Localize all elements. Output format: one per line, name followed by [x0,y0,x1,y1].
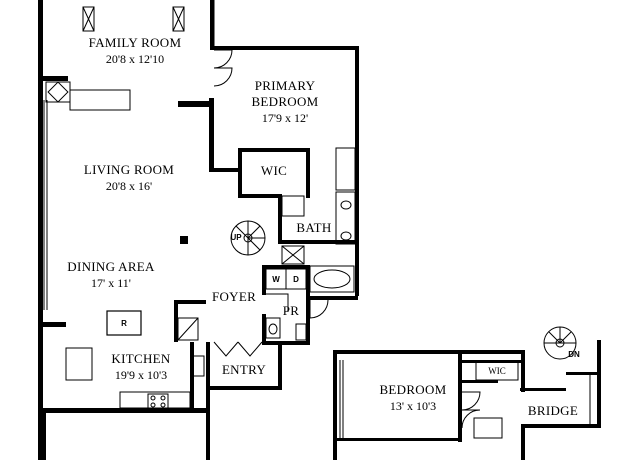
bedroom-closet [473,417,503,439]
primary-bedroom-dims: 17'9 x 12' [262,111,308,125]
bedroom-label: BEDROOM [379,382,446,397]
bedroom-door-2 [461,409,481,429]
french-doors [213,49,233,87]
range-icon [106,310,142,336]
bedroom-door [461,391,481,411]
windows [43,0,591,460]
kitchen-dims: 19'9 x 10'3 [115,368,167,382]
entry-doors [213,341,263,357]
bath-fixtures [281,191,356,265]
kitchen-sink [191,355,205,377]
bridge-label: BRIDGE [528,403,578,418]
foyer-label: FOYER [212,289,256,304]
dining-area-dims: 17' x 11' [91,276,131,290]
dryer-label: D [293,275,299,284]
fireplace-icon [45,81,71,103]
wic-bedroom-label: WIC [488,366,506,376]
primary-bedroom-label-line2: BEDROOM [251,94,318,109]
washer-label: W [272,275,280,284]
living-room-label: LIVING ROOM [84,162,174,177]
living-room-dims: 20'8 x 16' [106,179,152,193]
spiral-stair-up-icon [230,220,266,256]
kitchen-island [65,347,93,381]
column [180,236,188,244]
bedroom-dims: 13' x 10'3 [390,399,436,413]
toilet-icon [265,317,281,339]
refrigerator-icon [177,317,199,341]
pr-door [309,299,329,319]
foyer-door [266,293,289,312]
range-label: R [121,319,127,328]
wic-primary-label: WIC [261,163,287,178]
dining-area-label: DINING AREA [67,259,155,274]
primary-bedroom-label-line1: PRIMARY [255,78,316,93]
wic-bedroom-box [475,361,519,381]
powder-room-label: PR [283,303,300,318]
cooktop-icon [147,393,169,409]
family-room-dims: 20'8 x 12'10 [106,52,164,66]
family-room-label: FAMILY ROOM [89,35,182,50]
kitchen-label: KITCHEN [111,351,170,366]
entry-label: ENTRY [222,362,266,377]
bath-label: BATH [296,220,331,235]
pr-sink [295,323,307,341]
stair-up-label: UP [230,233,242,242]
bathtub-icon [309,265,355,293]
skylights [82,6,185,32]
stair-down-label: DN [568,350,580,359]
spiral-stair-down-icon [543,326,577,360]
washer-dryer [265,268,307,290]
bar-counter [69,89,131,111]
